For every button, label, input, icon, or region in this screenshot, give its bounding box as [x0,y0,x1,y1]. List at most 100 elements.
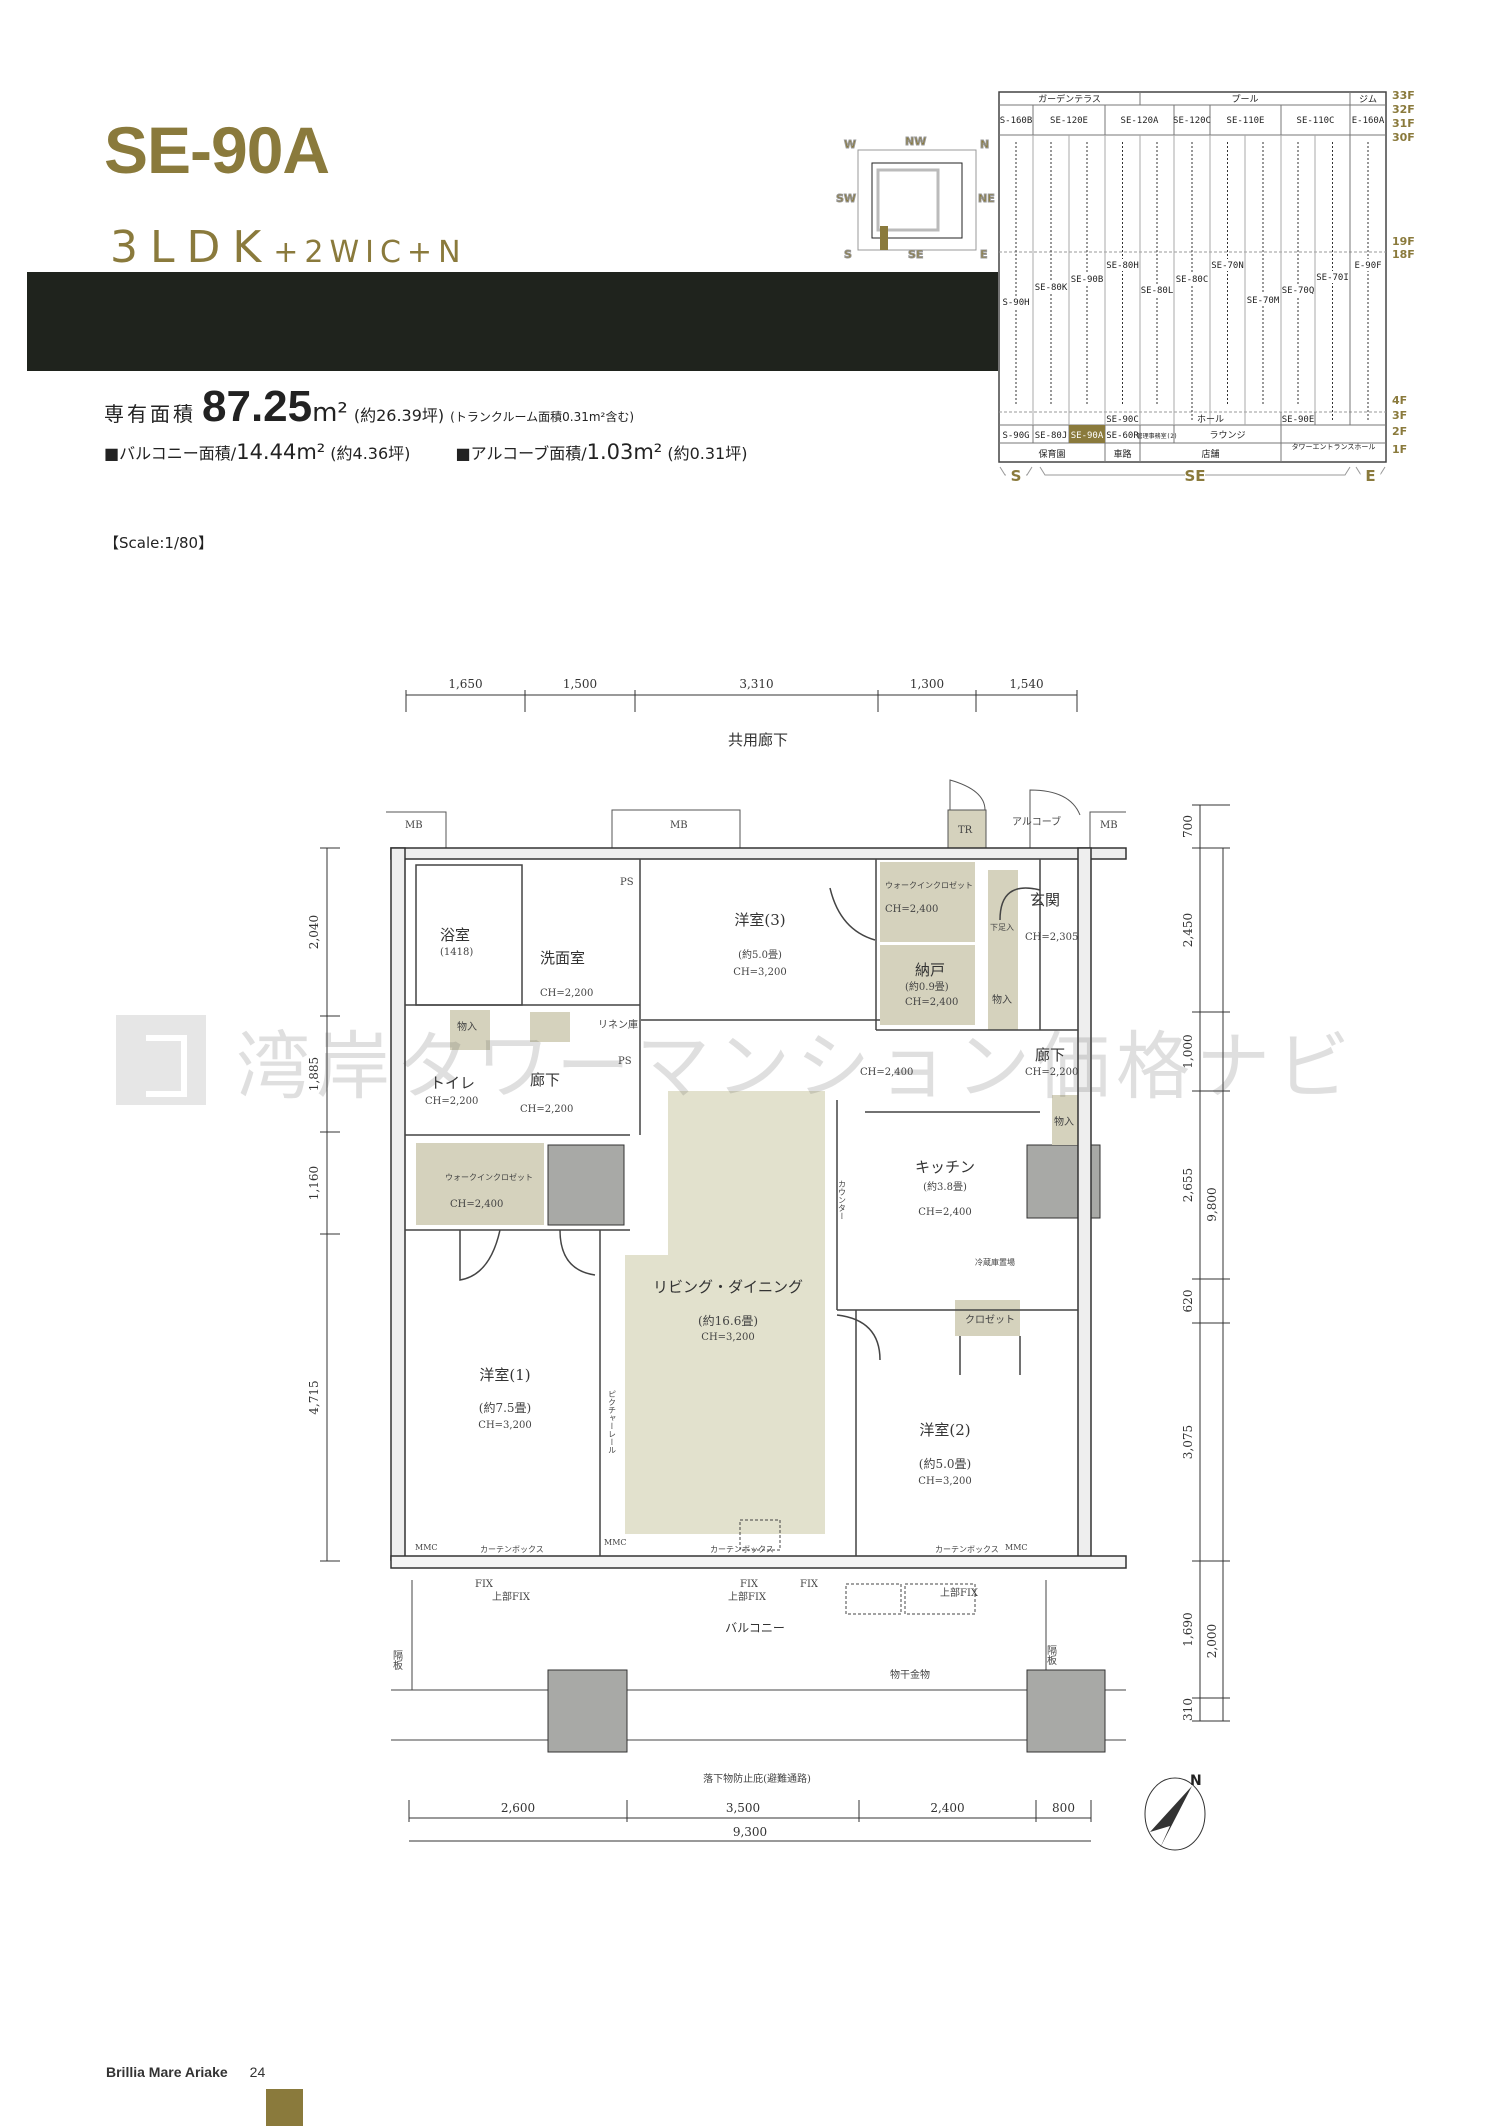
column-balcony-left [547,1669,628,1753]
wic-left-floor [416,1143,544,1225]
area-note: (トランクルーム面積0.31m²含む) [450,410,635,424]
floor3-label: ホール [1197,414,1224,425]
wic-left-ch: CH=2,400 [450,1199,503,1210]
label-bg [1247,294,1279,306]
floor-label: 2F [1392,425,1407,438]
dir-e: E [980,248,988,261]
room3-ch: CH=3,200 [733,967,786,978]
penthouse-unit: E-160A [1352,116,1385,126]
bottom-dim-label: 800 [1052,1801,1075,1815]
area-unit: m² [312,398,348,428]
drying-label: 物干金物 [890,1668,930,1681]
footer-gold-square [266,2089,303,2126]
right-total-label: 2,000 [1205,1624,1219,1658]
toilet-label: トイレ [430,1074,475,1092]
alcove-tsubo: (約0.31坪) [667,444,748,463]
floor2-label: SE-80J [1035,431,1068,441]
right-dim-label: 2,450 [1181,913,1195,947]
bath-label: 浴室 [440,926,470,944]
ld-ch: CH=3,200 [701,1332,754,1343]
label-bg [1316,271,1349,283]
fix-1: FIX [475,1579,494,1590]
right-total-label: 9,800 [1205,1187,1219,1221]
dir-sw: SW [836,192,856,205]
closet-label: クロゼット [965,1314,1015,1326]
floor-label: 19F [1392,235,1415,248]
entrance-label: 玄関 [1030,891,1060,909]
label-bg [1141,284,1173,296]
floor2-label: S-90G [1002,431,1029,441]
shoebox-label: 下足入 [990,923,1014,932]
ps-label-2: PS [618,1056,632,1067]
penthouse-unit: SE-120A [1121,116,1160,126]
mmc-1: MMC [415,1543,438,1552]
room1-size: (約7.5畳) [479,1400,531,1415]
mb-right: MB [1100,820,1118,831]
page-number: 24 [249,2064,266,2080]
floor-fills [416,862,1101,1534]
left-dim-label: 1,160 [307,1166,321,1200]
balcony-label: ■バルコニー面積/ [104,444,237,463]
linen-label: リネン庫 [598,1018,638,1031]
north-label: N [1190,1773,1202,1789]
washroom-label: 洗面室 [540,949,585,967]
mb-mid: MB [670,820,688,831]
floor-label: 30F [1392,131,1415,144]
toilet-ch: CH=2,200 [425,1096,478,1107]
kitchen-ch: CH=2,400 [918,1207,971,1218]
unit-label: SE-70Q [1282,286,1315,296]
north-arrow-icon [1150,1786,1192,1848]
header-band [27,272,998,371]
floor-label: 31F [1392,117,1415,130]
wic-left-label: ウォークインクロゼット [445,1172,533,1182]
closet-floor [955,1300,1020,1336]
room2-label: 洋室(2) [919,1421,970,1439]
floor1-label: 車路 [1113,448,1131,460]
top-dim-label: 1,540 [1009,677,1043,691]
penthouse-unit: SE-120C [1173,116,1211,126]
curtain-box-3: カーテンボックス [935,1545,999,1554]
upper-fix-2: 上部FIX [728,1590,767,1603]
dir-se: SE [908,248,923,261]
linen-floor [530,1012,570,1042]
amenity-label: ジム [1359,94,1377,105]
floor-label: 32F [1392,103,1415,116]
floor-label: 33F [1392,89,1415,102]
curtain-box-1: カーテンボックス [480,1545,544,1554]
kitchen-size: (約3.8畳) [923,1180,967,1193]
ps-label: PS [620,877,634,888]
mb-left: MB [405,820,423,831]
unit-label: SE-80C [1176,275,1209,285]
upper-fix-3: 上部FIX [940,1586,979,1599]
top-dim-label: 3,310 [739,677,773,691]
top-dim-label: 1,500 [563,677,597,691]
walls [390,847,1127,1569]
unit-label: E-90F [1354,261,1381,271]
amenity-label: プール [1231,94,1258,105]
floor-label: 1F [1392,443,1407,456]
eave-label: 落下物防止庇(避難通路) [703,1772,811,1785]
living-floor [625,1091,825,1534]
wic-top-floor [880,862,975,942]
right-dim-label: 620 [1181,1290,1195,1313]
layout-main: 3LDK [110,222,274,273]
left-dim-label: 2,040 [307,915,321,949]
room1-label: 洋室(1) [479,1366,530,1384]
room3-size: (約5.0畳) [738,948,782,961]
closet-small-right: 物入 [992,993,1012,1006]
label-bg [1211,259,1244,271]
hall-mid-ch: CH=2,400 [860,1067,913,1078]
scale-label: 【Scale:1/80】 [104,534,214,552]
column-balcony-right [1026,1669,1106,1753]
top-dim-label: 1,650 [448,677,482,691]
storage-ch: CH=2,400 [905,997,958,1008]
partition-left: 隔板 [391,1650,403,1671]
washroom-ch: CH=2,200 [540,988,593,999]
right-dim-label: 1,690 [1181,1612,1195,1646]
storage-floor [880,945,975,1025]
bottom-dim-label: 2,600 [501,1801,535,1815]
unit-label: SE-80K [1035,283,1068,293]
